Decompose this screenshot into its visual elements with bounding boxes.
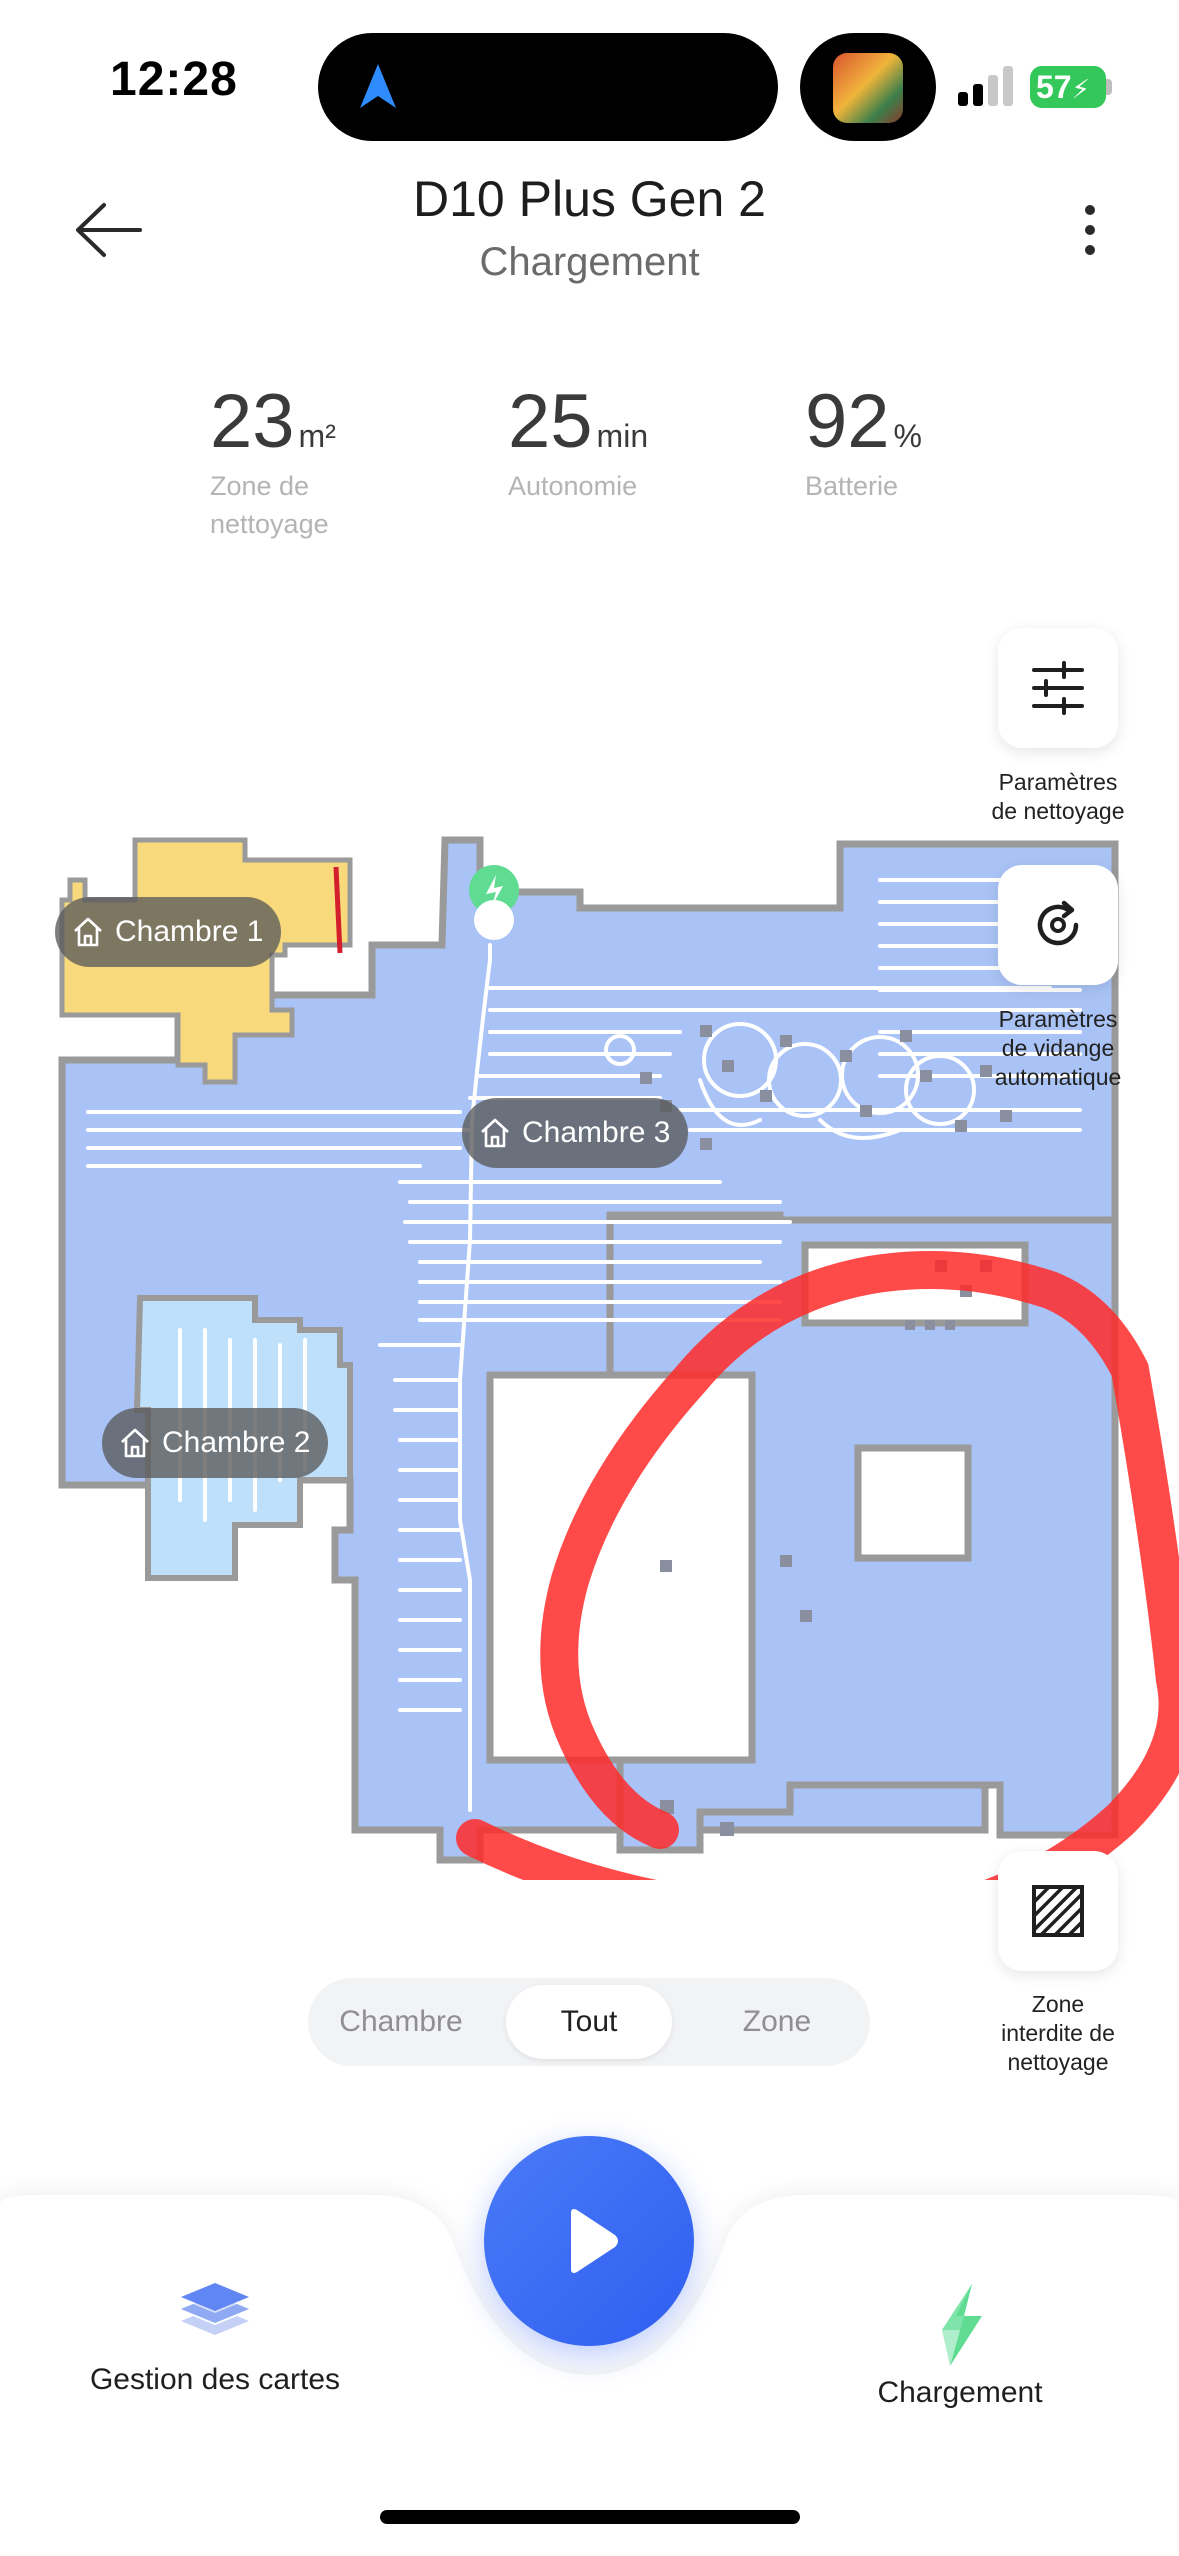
- room-tag-chambre-1[interactable]: Chambre 1: [55, 897, 282, 967]
- no-go-zone-label: Zone interdite de nettoyage: [958, 1990, 1158, 2077]
- charging-tab[interactable]: Chargement: [810, 2280, 1110, 2410]
- stat-clean-area-label-1: Zone de: [210, 471, 310, 501]
- stat-runtime-label: Autonomie: [508, 471, 638, 501]
- auto-empty-label-2: de vidange: [1001, 1035, 1115, 1061]
- location-arrow-icon: [360, 64, 396, 108]
- room-tag-label: Chambre 3: [522, 1116, 671, 1149]
- auto-empty-label-3: automatique: [994, 1064, 1122, 1090]
- stat-runtime-value: 25: [508, 379, 593, 464]
- room-tag-label: Chambre 2: [162, 1426, 311, 1459]
- refresh-icon: [1037, 900, 1079, 946]
- battery-indicator: 57⚡: [1030, 66, 1106, 108]
- home-icon: [121, 1428, 149, 1458]
- stat-clean-area-value: 23: [210, 379, 295, 464]
- home-icon: [481, 1118, 509, 1148]
- play-icon: [571, 2209, 618, 2273]
- cleaning-settings-label: Paramètres de nettoyage: [958, 768, 1158, 826]
- more-options-icon[interactable]: [1070, 200, 1110, 260]
- cleaning-settings-label-2: de nettoyage: [991, 798, 1125, 824]
- status-time: 12:28: [110, 53, 238, 106]
- bottom-bar-background: [0, 2195, 1179, 2556]
- room-tag-label: Chambre 1: [115, 915, 264, 948]
- drawn-annotation: [456, 1251, 1179, 1880]
- device-status: Chargement: [479, 240, 700, 284]
- home-icon: [74, 917, 102, 947]
- map-management-label: Gestion des cartes: [89, 2363, 341, 2396]
- segment-active-highlight: [506, 1985, 672, 2059]
- activity-avatar: [833, 53, 903, 123]
- home-indicator[interactable]: [380, 2510, 800, 2524]
- cleaning-settings-label-1: Paramètres: [998, 769, 1118, 795]
- segment-chambre[interactable]: Chambre: [339, 2005, 463, 2038]
- bolt-icon: ⚡: [1071, 74, 1090, 104]
- battery-nub: [1106, 79, 1112, 95]
- layers-icon: [181, 2283, 249, 2335]
- back-arrow-icon[interactable]: [70, 195, 150, 265]
- room-tag-chambre-2[interactable]: Chambre 2: [102, 1408, 329, 1478]
- map-management-tab[interactable]: Gestion des cartes: [60, 2275, 370, 2397]
- lightning-icon: [942, 2284, 982, 2366]
- cellular-signal-icon: [958, 66, 1013, 106]
- no-go-zone-label-2: interdite de: [1001, 2020, 1115, 2046]
- sliders-icon: [1032, 661, 1084, 715]
- stat-clean-area-label-2: nettoyage: [210, 509, 329, 539]
- auto-empty-label-1: Paramètres: [998, 1006, 1118, 1032]
- no-go-zone-icon: [1032, 1885, 1084, 1937]
- room-tag-chambre-3[interactable]: Chambre 3: [462, 1098, 689, 1168]
- start-cleaning-button[interactable]: [484, 2136, 694, 2346]
- charging-label: Chargement: [877, 2376, 1043, 2409]
- device-title: D10 Plus Gen 2: [413, 171, 766, 227]
- stat-battery-unit: %: [893, 418, 922, 454]
- battery-level: 57: [1036, 69, 1072, 105]
- no-go-zone-button[interactable]: [998, 1851, 1118, 1971]
- dock-icon: [469, 865, 519, 940]
- auto-empty-settings-label: Paramètres de vidange automatique: [958, 1005, 1158, 1092]
- segment-zone[interactable]: Zone: [742, 2005, 812, 2038]
- auto-empty-settings-button[interactable]: [998, 865, 1118, 985]
- stat-battery-value: 92: [805, 379, 890, 464]
- cleaning-map[interactable]: [0, 820, 1179, 1880]
- stat-clean-area-unit: m²: [298, 418, 336, 454]
- segment-tout[interactable]: Tout: [560, 2005, 618, 2038]
- stat-runtime-unit: min: [596, 418, 649, 454]
- map-floor: [58, 836, 1119, 1864]
- no-go-zone-label-3: nettoyage: [1007, 2049, 1109, 2075]
- stat-battery: 92% Batterie: [805, 378, 922, 505]
- virtual-wall: [333, 866, 343, 954]
- dynamic-island: [318, 33, 778, 141]
- stat-battery-label: Batterie: [805, 471, 899, 501]
- no-go-zone-label-1: Zone: [1031, 1991, 1085, 2017]
- cleaning-settings-button[interactable]: [998, 628, 1118, 748]
